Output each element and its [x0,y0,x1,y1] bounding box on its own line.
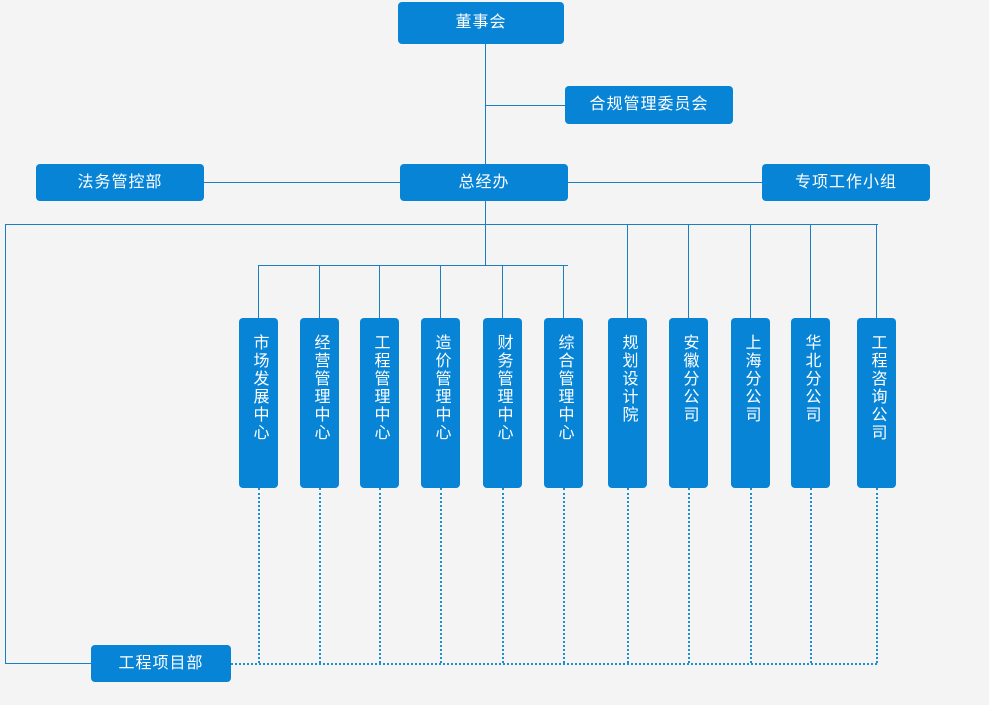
node-engineering-management-center[interactable]: 工程管理中心 [360,318,399,488]
dotted-drop-zixun [876,488,878,663]
connector-drop-jingying [319,265,320,318]
node-board-of-directors[interactable]: 董事会 [398,2,564,44]
dotted-drop-guihua [627,488,629,663]
node-planning-design-institute[interactable]: 规划设计院 [608,318,647,488]
dotted-drop-shanghai [750,488,752,663]
node-market-development-center[interactable]: 市场发展中心 [239,318,278,488]
dotted-drop-caiwu [502,488,504,663]
connector-drop-anhui [688,224,689,318]
node-operation-management-center[interactable]: 经营管理中心 [300,318,339,488]
connector-drop-zixun [876,224,877,318]
dotted-drop-jingying [319,488,321,663]
connector-board-to-gm [485,44,486,164]
node-finance-management-center[interactable]: 财务管理中心 [483,318,522,488]
node-anhui-branch[interactable]: 安徽分公司 [669,318,708,488]
connector-gm-to-taskforce [568,182,762,183]
connector-left-rail [5,224,6,663]
dotted-drop-shichang [258,488,260,663]
node-project-department[interactable]: 工程项目部 [91,645,231,682]
connector-outer-bus [5,224,878,225]
node-engineering-consulting-company[interactable]: 工程咨询公司 [857,318,896,488]
connector-drop-zonghe [563,265,564,318]
node-special-task-force[interactable]: 专项工作小组 [762,164,930,201]
connector-inner-bus [258,265,568,266]
node-general-management-center[interactable]: 综合管理中心 [544,318,583,488]
connector-drop-guihua [627,224,628,318]
dotted-drop-gongcheng [379,488,381,663]
dotted-drop-zonghe [563,488,565,663]
connector-board-to-compliance [485,105,565,106]
node-shanghai-branch[interactable]: 上海分公司 [731,318,770,488]
connector-drop-huabei [810,224,811,318]
connector-drop-zaojia [440,265,441,318]
dotted-drop-huabei [810,488,812,663]
node-general-manager-office[interactable]: 总经办 [400,164,568,201]
connector-drop-gongcheng [379,265,380,318]
dotted-drop-zaojia [440,488,442,663]
connector-rail-to-project-dept [5,663,91,664]
node-compliance-committee[interactable]: 合规管理委员会 [565,86,733,124]
node-cost-management-center[interactable]: 造价管理中心 [421,318,460,488]
node-legal-control-department[interactable]: 法务管控部 [36,164,204,201]
connector-drop-shichang [258,265,259,318]
dotted-bus-project-dept [231,663,877,665]
connector-drop-shanghai [750,224,751,318]
connector-gm-stem [485,201,486,265]
dotted-drop-anhui [688,488,690,663]
connector-drop-caiwu [502,265,503,318]
connector-legal-to-gm [204,182,400,183]
node-north-china-branch[interactable]: 华北分公司 [791,318,830,488]
